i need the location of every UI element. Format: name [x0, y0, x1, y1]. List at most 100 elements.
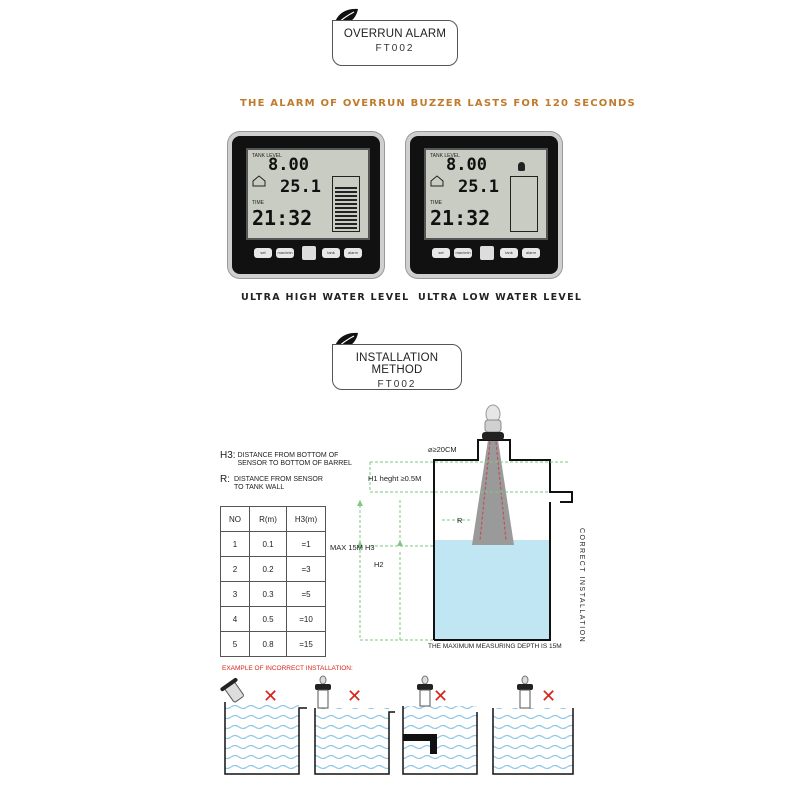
- h3-text-2: SENSOR TO BOTTOM OF BARREL: [237, 460, 352, 467]
- tank-gauge: [332, 176, 360, 232]
- alarm-button[interactable]: alarm: [522, 248, 540, 258]
- table-header-cell: R(m): [249, 506, 287, 532]
- temp-value: 25.1: [458, 177, 499, 197]
- table-cell: =1: [286, 531, 326, 557]
- header-title: INSTALLATION METHOD: [355, 352, 439, 376]
- center-button[interactable]: [480, 246, 494, 260]
- wrong-x-icon: ✕: [541, 686, 556, 706]
- table-header-row: NO R(m) H3(m): [220, 506, 326, 532]
- table-cell: 0.1: [249, 531, 287, 557]
- tank-button[interactable]: tank: [500, 248, 518, 258]
- tank-level-label: TANK LEVEL: [430, 153, 460, 159]
- alarm-button[interactable]: alarm: [344, 248, 362, 258]
- max-min-button[interactable]: max/min: [454, 248, 472, 258]
- table-cell: 0.2: [249, 556, 287, 582]
- incorrect-example-4: ✕: [492, 675, 574, 775]
- device-buttons: set max/min tank alarm: [254, 246, 364, 262]
- lcd-screen: TANK LEVEL 8.00 25.1 TIME 21:32: [424, 148, 548, 240]
- incorrect-example-3: ✕: [402, 675, 478, 775]
- table-cell: 3: [220, 581, 250, 607]
- alarm-bell-icon: [518, 162, 525, 171]
- temp-value: 25.1: [280, 177, 321, 197]
- wrong-x-icon: ✕: [433, 686, 448, 706]
- lcd-screen: TANK LEVEL 8.00 25.1 TIME 21:32: [246, 148, 370, 240]
- header-code: FT002: [375, 43, 415, 54]
- tank-gauge-fill: [335, 187, 357, 229]
- level-value: 8.00: [446, 155, 487, 175]
- r-text-1: DISTANCE FROM SENSOR: [233, 476, 323, 483]
- device-low-caption: ULTRA LOW WATER LEVEL: [418, 292, 583, 303]
- device-low: TANK LEVEL 8.00 25.1 TIME 21:32 set max/…: [406, 132, 562, 278]
- incorrect-examples: ✕ ✕ ✕ ✕: [220, 675, 574, 775]
- device-high-caption: ULTRA HIGH WATER LEVEL: [241, 292, 410, 303]
- water-fill: [434, 540, 550, 640]
- installation-method-header: INSTALLATION METHOD FT002: [332, 344, 462, 390]
- sensor-icon: [517, 675, 533, 709]
- water-surface: [434, 540, 550, 550]
- incorrect-example-2: ✕: [314, 675, 395, 775]
- table-cell: 0.3: [249, 581, 287, 607]
- h1-label: H1 heght ≥0.5M: [368, 474, 422, 483]
- table-cell: =3: [286, 556, 326, 582]
- h2-label: H2: [374, 560, 384, 569]
- h3-definition: H3: DISTANCE FROM BOTTOM OF SENSOR TO BO…: [220, 450, 352, 468]
- set-button[interactable]: set: [254, 248, 272, 258]
- header-title: OVERRUN ALARM: [343, 28, 447, 40]
- table-cell: 0.5: [249, 606, 287, 632]
- table-cell: 4: [220, 606, 250, 632]
- house-icon: [252, 174, 266, 192]
- h3-key: H3:: [220, 450, 236, 461]
- device-high: TANK LEVEL 8.00 25.1 TIME 21:32 set max/…: [228, 132, 384, 278]
- table-cell: 5: [220, 631, 250, 657]
- table-cell: 0.8: [249, 631, 287, 657]
- incorrect-example-1: ✕: [220, 677, 307, 775]
- overrun-alarm-header: OVERRUN ALARM FT002: [332, 20, 458, 66]
- tank-level-label: TANK LEVEL: [252, 153, 282, 159]
- sensor-icon: [417, 675, 433, 707]
- tank-button[interactable]: tank: [322, 248, 340, 258]
- table-cell: 2: [220, 556, 250, 582]
- tilted-sensor-icon: [220, 677, 244, 703]
- alarm-subtitle: THE ALARM OF OVERRUN BUZZER LASTS FOR 12…: [240, 98, 636, 109]
- table-cell: =15: [286, 631, 326, 657]
- h3-text-1: DISTANCE FROM BOTTOM OF: [237, 452, 339, 459]
- wrong-x-icon: ✕: [263, 686, 278, 706]
- tank-outline: [433, 439, 573, 640]
- time-value: 21:32: [430, 206, 491, 230]
- installation-diagram: [357, 404, 573, 641]
- r-key: R:: [220, 474, 230, 485]
- incorrect-installation-title: EXAMPLE OF INCORRECT INSTALLATION:: [222, 665, 353, 672]
- max-depth-label: THE MAXIMUM MEASURING DEPTH IS 15M: [428, 643, 562, 650]
- diameter-label: ⌀≥20CM: [428, 445, 457, 454]
- time-label: TIME: [252, 200, 264, 206]
- max-h3-label: MAX 15M H3: [330, 543, 375, 552]
- device-buttons: set max/min tank alarm: [432, 246, 542, 262]
- tank-gauge: [510, 176, 538, 232]
- header-code: FT002: [377, 379, 417, 390]
- table-cell: =10: [286, 606, 326, 632]
- time-label: TIME: [430, 200, 442, 206]
- table-header-cell: H3(m): [286, 506, 326, 532]
- house-icon: [430, 174, 444, 192]
- r-label: R: [457, 516, 463, 525]
- table-cell: 1: [220, 531, 250, 557]
- set-button[interactable]: set: [432, 248, 450, 258]
- center-button[interactable]: [302, 246, 316, 260]
- wrong-x-icon: ✕: [347, 686, 362, 706]
- max-min-button[interactable]: max/min: [276, 248, 294, 258]
- table-header-cell: NO: [220, 506, 250, 532]
- time-value: 21:32: [252, 206, 313, 230]
- table-cell: =5: [286, 581, 326, 607]
- r-definition: R: DISTANCE FROM SENSOR TO TANK WALL: [220, 474, 323, 492]
- level-value: 8.00: [268, 155, 309, 175]
- ultrasonic-sensor-icon: [482, 404, 504, 440]
- r-text-2: TO TANK WALL: [233, 484, 285, 491]
- sensor-icon: [315, 675, 331, 709]
- correct-installation-label: CORRECT INSTALLATION: [578, 528, 585, 644]
